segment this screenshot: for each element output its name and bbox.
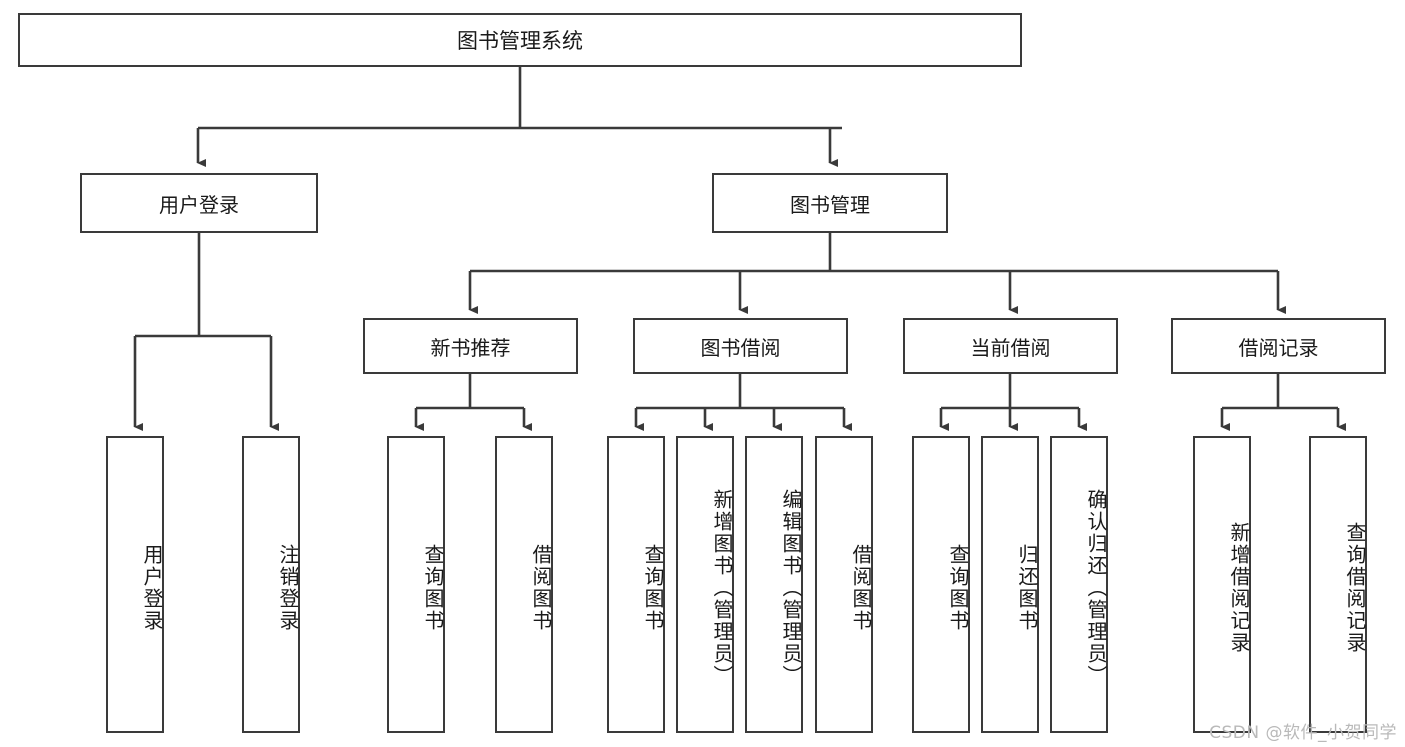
leaf-records-query[interactable]: 查询借阅记录 bbox=[1309, 436, 1367, 733]
node-book-borrow[interactable]: 图书借阅 bbox=[633, 318, 848, 374]
leaf-current-query-label: 查询图书 bbox=[946, 543, 970, 632]
node-borrow-records[interactable]: 借阅记录 bbox=[1171, 318, 1386, 374]
node-borrow-records-label: 借阅记录 bbox=[1238, 335, 1319, 360]
leaf-user-login-logout-label: 注销登录 bbox=[276, 543, 300, 632]
node-new-book-recommend-label: 新书推荐 bbox=[430, 335, 511, 360]
node-current-borrow-label: 当前借阅 bbox=[970, 335, 1051, 360]
leaf-user-login-logout[interactable]: 注销登录 bbox=[242, 436, 300, 733]
leaf-new-book-borrow-label: 借阅图书 bbox=[529, 543, 553, 632]
node-user-login-label: 用户登录 bbox=[159, 192, 239, 217]
leaf-records-add[interactable]: 新增借阅记录 bbox=[1193, 436, 1251, 733]
node-new-book-recommend[interactable]: 新书推荐 bbox=[363, 318, 578, 374]
leaf-current-return[interactable]: 归还图书 bbox=[981, 436, 1039, 733]
node-root-label: 图书管理系统 bbox=[457, 29, 583, 53]
leaf-records-query-label: 查询借阅记录 bbox=[1343, 521, 1367, 654]
leaf-new-book-query[interactable]: 查询图书 bbox=[387, 436, 445, 733]
leaf-records-add-label: 新增借阅记录 bbox=[1227, 521, 1251, 654]
leaf-borrow-add-book-label: 新增图书（管理员） bbox=[710, 488, 734, 687]
leaf-borrow-add-book[interactable]: 新增图书（管理员） bbox=[676, 436, 734, 733]
leaf-current-confirm-return[interactable]: 确认归还（管理员） bbox=[1050, 436, 1108, 733]
node-book-management[interactable]: 图书管理 bbox=[712, 173, 948, 233]
leaf-current-return-label: 归还图书 bbox=[1015, 543, 1039, 632]
leaf-new-book-borrow[interactable]: 借阅图书 bbox=[495, 436, 553, 733]
watermark: CSDN @软件_小贺同学 bbox=[1209, 723, 1397, 743]
leaf-new-book-query-label: 查询图书 bbox=[421, 543, 445, 632]
leaf-borrow-borrow-book-label: 借阅图书 bbox=[849, 543, 873, 632]
leaf-borrow-query-label: 查询图书 bbox=[641, 543, 665, 632]
leaf-current-query[interactable]: 查询图书 bbox=[912, 436, 970, 733]
node-book-management-label: 图书管理 bbox=[790, 192, 870, 217]
leaf-borrow-edit-book-label: 编辑图书（管理员） bbox=[779, 488, 803, 687]
leaf-borrow-edit-book[interactable]: 编辑图书（管理员） bbox=[745, 436, 803, 733]
leaf-user-login-login[interactable]: 用户登录 bbox=[106, 436, 164, 733]
leaf-borrow-query[interactable]: 查询图书 bbox=[607, 436, 665, 733]
leaf-current-confirm-return-label: 确认归还（管理员） bbox=[1084, 488, 1108, 687]
leaf-user-login-login-label: 用户登录 bbox=[140, 543, 164, 632]
node-current-borrow[interactable]: 当前借阅 bbox=[903, 318, 1118, 374]
node-root[interactable]: 图书管理系统 bbox=[18, 13, 1022, 67]
node-book-borrow-label: 图书借阅 bbox=[700, 335, 781, 360]
leaf-borrow-borrow-book[interactable]: 借阅图书 bbox=[815, 436, 873, 733]
node-user-login[interactable]: 用户登录 bbox=[80, 173, 318, 233]
